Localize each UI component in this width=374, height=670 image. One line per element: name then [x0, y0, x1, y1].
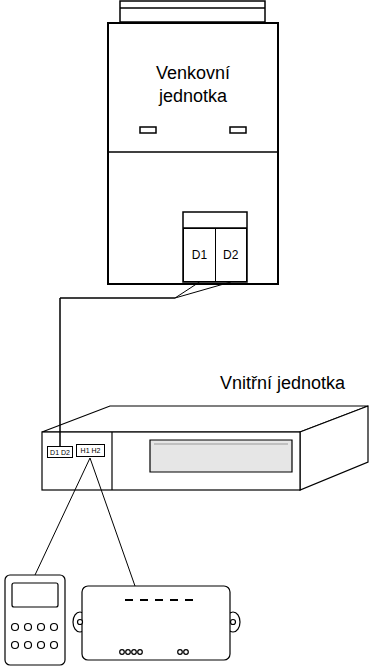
- terminal-block: [183, 212, 247, 282]
- interface-module: [73, 586, 240, 660]
- terminal-label: D2: [223, 249, 238, 261]
- unit-front-face: [42, 432, 300, 490]
- terminal-label-box: H1 H2: [76, 444, 105, 457]
- mount-hole: [231, 620, 236, 625]
- screw-terminal: [138, 650, 143, 655]
- terminal-label: H1 H2: [81, 447, 101, 454]
- module-housing: [82, 586, 230, 660]
- screw-terminal: [178, 650, 183, 655]
- outdoor-unit: Venkovní jednotkaD1 D2: [107, 22, 279, 285]
- led: [170, 599, 178, 601]
- terminal-label: D1 D2: [50, 449, 70, 456]
- grille-line: [154, 443, 288, 444]
- button: [12, 642, 19, 649]
- led: [140, 599, 148, 601]
- air-grille: [150, 440, 292, 472]
- screw-terminal: [120, 650, 125, 655]
- wire: [35, 458, 90, 575]
- communication-wire: [60, 282, 200, 446]
- end-panel-line: [111, 432, 112, 490]
- screw-terminal: [126, 650, 131, 655]
- slot: [140, 127, 156, 133]
- button: [38, 642, 45, 649]
- communication-wire: [60, 282, 231, 446]
- button: [38, 624, 45, 631]
- controller-wires: [35, 458, 135, 586]
- unit-label: Vnitřní jednotka: [220, 372, 345, 395]
- indoor-duct-unit: [42, 406, 368, 490]
- unit-label: Venkovní jednotka: [131, 62, 255, 107]
- wired-remote-controller: [5, 575, 65, 665]
- terminal-cell: D1: [183, 228, 216, 282]
- screw-terminal: [184, 650, 189, 655]
- led: [155, 599, 163, 601]
- button: [51, 624, 58, 631]
- unit-side-face: [300, 406, 368, 490]
- panel-divider: [107, 151, 279, 153]
- terminal-label-box: D1 D2: [47, 446, 73, 458]
- cap-line: [120, 7, 265, 9]
- unit-top-cap: [120, 1, 265, 22]
- slot: [230, 127, 246, 133]
- button: [51, 642, 58, 649]
- led: [125, 599, 133, 601]
- mount-hole: [78, 620, 83, 625]
- indoor-unit: Vnitřní jednotkaD1 D2H1 H2: [42, 432, 300, 490]
- button: [25, 642, 32, 649]
- remote-screen: [12, 583, 58, 607]
- terminal-label: D1: [192, 249, 207, 261]
- led: [185, 599, 193, 601]
- remote-housing: [5, 575, 65, 665]
- terminal-cell: D2: [215, 228, 248, 282]
- outdoor-unit-body: [107, 1, 279, 282]
- screw-terminal: [132, 650, 137, 655]
- button: [12, 624, 19, 631]
- wire: [90, 458, 135, 586]
- button: [25, 624, 32, 631]
